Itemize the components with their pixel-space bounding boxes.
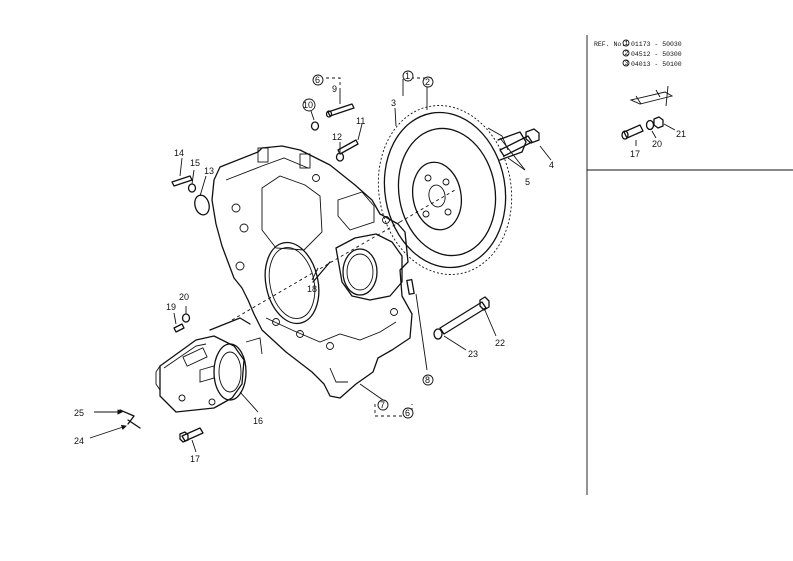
stud-bolt-22 — [439, 296, 490, 335]
inset-spring-washer — [645, 119, 655, 131]
plug-13 — [194, 194, 210, 216]
callout-10: 10 — [302, 98, 316, 112]
callout-2: 2 — [422, 76, 434, 88]
callout-3: 3 — [391, 98, 396, 108]
callout-24: 24 — [74, 436, 84, 446]
callout-13: 13 — [204, 166, 214, 176]
svg-text:10: 10 — [303, 100, 313, 110]
callout-14: 14 — [174, 148, 184, 158]
inset-nut — [653, 116, 664, 129]
inset-bracket-detail — [629, 85, 674, 107]
callout-22: 22 — [495, 338, 505, 348]
bolt-11 — [337, 139, 359, 155]
callout-9: 9 — [332, 84, 337, 94]
svg-text:2: 2 — [625, 50, 629, 57]
dowel-pin-8 — [406, 278, 415, 295]
svg-text:1: 1 — [625, 40, 629, 47]
callout-12: 12 — [332, 132, 342, 142]
starter-motor-16 — [155, 317, 263, 413]
bolt-19 — [173, 323, 185, 333]
flywheel — [377, 105, 527, 275]
inset-callout-20: 20 — [652, 139, 662, 149]
svg-text:6: 6 — [315, 75, 320, 85]
callout-11: 11 — [356, 116, 365, 126]
callout-16: 16 — [253, 416, 263, 426]
callout-6-bottom: 6 — [402, 407, 414, 419]
callout-5: 5 — [525, 177, 530, 187]
callout-15: 15 — [190, 158, 200, 168]
svg-text:1: 1 — [405, 71, 410, 81]
bolt-17 — [179, 427, 204, 443]
callout-1: 1 — [402, 70, 414, 82]
callout-20: 20 — [179, 292, 189, 302]
inset-ref-line-2: 04512 - 50300 — [631, 51, 682, 58]
washer-10 — [310, 121, 320, 131]
svg-text:6: 6 — [405, 408, 410, 418]
svg-text:7: 7 — [380, 400, 385, 410]
bolt-9 — [325, 103, 355, 118]
terminal-25 — [119, 409, 135, 425]
inset-ref-header: REF. No. — [594, 41, 625, 48]
callout-7-bottom: 7 — [377, 399, 389, 411]
svg-text:8: 8 — [425, 375, 430, 385]
washer-23 — [433, 328, 443, 340]
callout-8: 8 — [422, 374, 434, 386]
callout-6-top: 6 — [312, 74, 324, 86]
inset-ref-line-1: 01173 - 50030 — [631, 41, 682, 48]
svg-text:2: 2 — [425, 77, 430, 87]
svg-text:3: 3 — [625, 60, 629, 67]
washer-20 — [181, 313, 191, 323]
callout-17: 17 — [190, 454, 200, 464]
shaft-18 — [312, 261, 331, 283]
inset-ref-line-3: 04013 - 50100 — [631, 61, 682, 68]
washer-15 — [187, 183, 197, 193]
inset-bolt — [621, 124, 644, 140]
callout-18: 18 — [307, 284, 317, 294]
leader-lines — [89, 77, 552, 453]
callout-25: 25 — [74, 408, 84, 418]
bolt-4 — [499, 128, 540, 157]
flywheel-housing — [211, 145, 413, 399]
callout-23: 23 — [468, 349, 478, 359]
callout-19: 19 — [166, 302, 176, 312]
bolt-14 — [171, 175, 193, 187]
callout-4: 4 — [549, 160, 554, 170]
inset-callout-17: 17 — [630, 149, 640, 159]
washer-12 — [335, 152, 345, 162]
inset-callout-21: 21 — [676, 129, 686, 139]
